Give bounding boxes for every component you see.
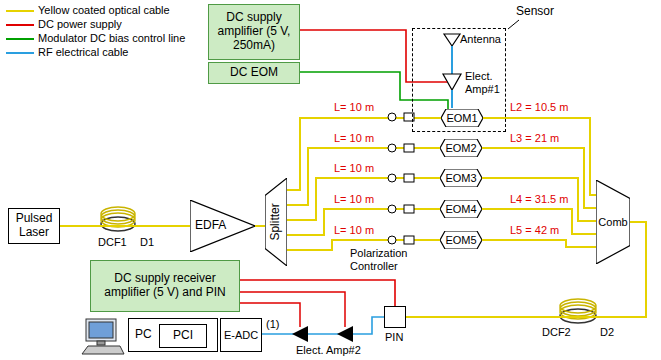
shape-fill (596, 180, 630, 264)
splitter-shape: Splitter (265, 178, 287, 266)
connector-line (482, 178, 596, 221)
modulator-box: EOM1 (441, 109, 483, 127)
rf-wire (451, 90, 453, 108)
shape-fill (440, 200, 482, 218)
node-label: Pulsed Laser (9, 212, 59, 240)
node-label: EOM4 (445, 203, 476, 216)
part-label: Antenna (460, 33, 501, 46)
node-label: EDFA (195, 219, 226, 233)
node-label: EOM2 (445, 142, 476, 155)
connector (482, 178, 596, 221)
laser-box: Pulsed Laser (8, 208, 60, 244)
length-label: L2 = 10.5 m (510, 101, 568, 114)
legend-text: RF electrical cable (38, 46, 128, 59)
connector (240, 280, 395, 306)
adc-box: E-ADC (220, 318, 262, 352)
part-label: D2 (600, 326, 614, 339)
antenna-symbol (444, 34, 460, 74)
connector-line (300, 30, 412, 82)
part-label: (1) (266, 318, 279, 331)
connector (262, 317, 384, 334)
node-heading: PIN (385, 331, 403, 344)
shape-fill (265, 178, 287, 266)
part-label: Polarization Controller (350, 247, 430, 272)
connector (287, 118, 441, 190)
legend-text: Modulator DC bias control line (38, 32, 185, 45)
length-label: L4 = 31.5 m (510, 193, 568, 206)
connector-line (262, 317, 384, 334)
connector-line (60, 225, 190, 227)
connector-line (482, 240, 596, 247)
connector-line (287, 148, 440, 205)
connector-line (287, 118, 441, 190)
connector (255, 226, 265, 227)
legend-text: Yellow coated optical cable (38, 4, 170, 17)
photodiode-box: PIN (384, 306, 406, 328)
modulator-box: EOM2 (440, 139, 482, 157)
shape-fill (190, 200, 255, 252)
shape-fill (440, 169, 482, 187)
modulator-box: EOM5 (440, 231, 482, 249)
shape-fill (440, 139, 482, 157)
computer-icon (82, 319, 124, 354)
node-label: EOM3 (445, 172, 476, 185)
length-label: L= 10 m (334, 101, 374, 114)
length-label: L= 10 m (334, 224, 374, 237)
connector (300, 30, 412, 82)
connector-line (287, 178, 440, 220)
node-heading: Sensor (516, 5, 554, 19)
length-label: L= 10 m (334, 193, 374, 206)
modulator-box: EOM3 (440, 169, 482, 187)
part-label: D1 (140, 236, 154, 249)
node-label: E-ADC (224, 329, 258, 342)
connector (287, 148, 440, 205)
connector (483, 118, 596, 195)
connector (287, 178, 440, 220)
part-label: DCF2 (542, 326, 571, 339)
polarization-controllers (388, 113, 414, 244)
node-label: PC (135, 328, 152, 342)
comb-shape: Comb (596, 180, 630, 264)
amplifier-triangle: EDFA (190, 200, 255, 252)
connector-line (255, 225, 265, 227)
bias-control-box: DC EOM (208, 62, 300, 84)
node-label: DC supply amplifier (5 V, 250mA) (212, 11, 296, 52)
connector (60, 226, 190, 227)
pci-box: PCI (159, 324, 207, 348)
receiver-supply-box: DC supply receiver amplifier (5 V) and P… (90, 260, 240, 312)
sensor-leader (508, 20, 519, 29)
node-label: DC EOM (230, 66, 278, 80)
length-label: L= 10 m (334, 162, 374, 175)
connector-line (483, 118, 596, 195)
amplifier-symbol (337, 326, 353, 342)
connector (482, 240, 596, 247)
power-wire (412, 81, 447, 83)
amplifier-symbol (292, 326, 308, 342)
node-label: DC supply receiver amplifier (5 V) and P… (94, 272, 236, 300)
length-label: L5 = 42 m (510, 224, 559, 237)
part-label: Elect. Amp#1 (465, 70, 505, 95)
pc-box: PC PCI (128, 318, 218, 352)
power-supply-box: DC supply amplifier (5 V, 250mA) (208, 4, 300, 60)
length-label: L= 10 m (334, 132, 374, 145)
modulator-box: EOM4 (440, 200, 482, 218)
length-label: L3 = 21 m (510, 132, 559, 145)
node-label: Splitter (269, 203, 283, 240)
legend-text: DC power supply (38, 18, 122, 31)
node-label: EOM1 (446, 112, 477, 125)
node-label: EOM5 (445, 234, 476, 247)
shape-fill (440, 231, 482, 249)
node-label: PCI (173, 329, 193, 343)
part-label: Elect. Amp#2 (296, 344, 361, 357)
part-label: DCF1 (98, 236, 127, 249)
shape-fill (441, 109, 483, 127)
connector-line (240, 280, 395, 306)
node-label: Comb (598, 216, 627, 229)
legend-samples (6, 11, 34, 53)
